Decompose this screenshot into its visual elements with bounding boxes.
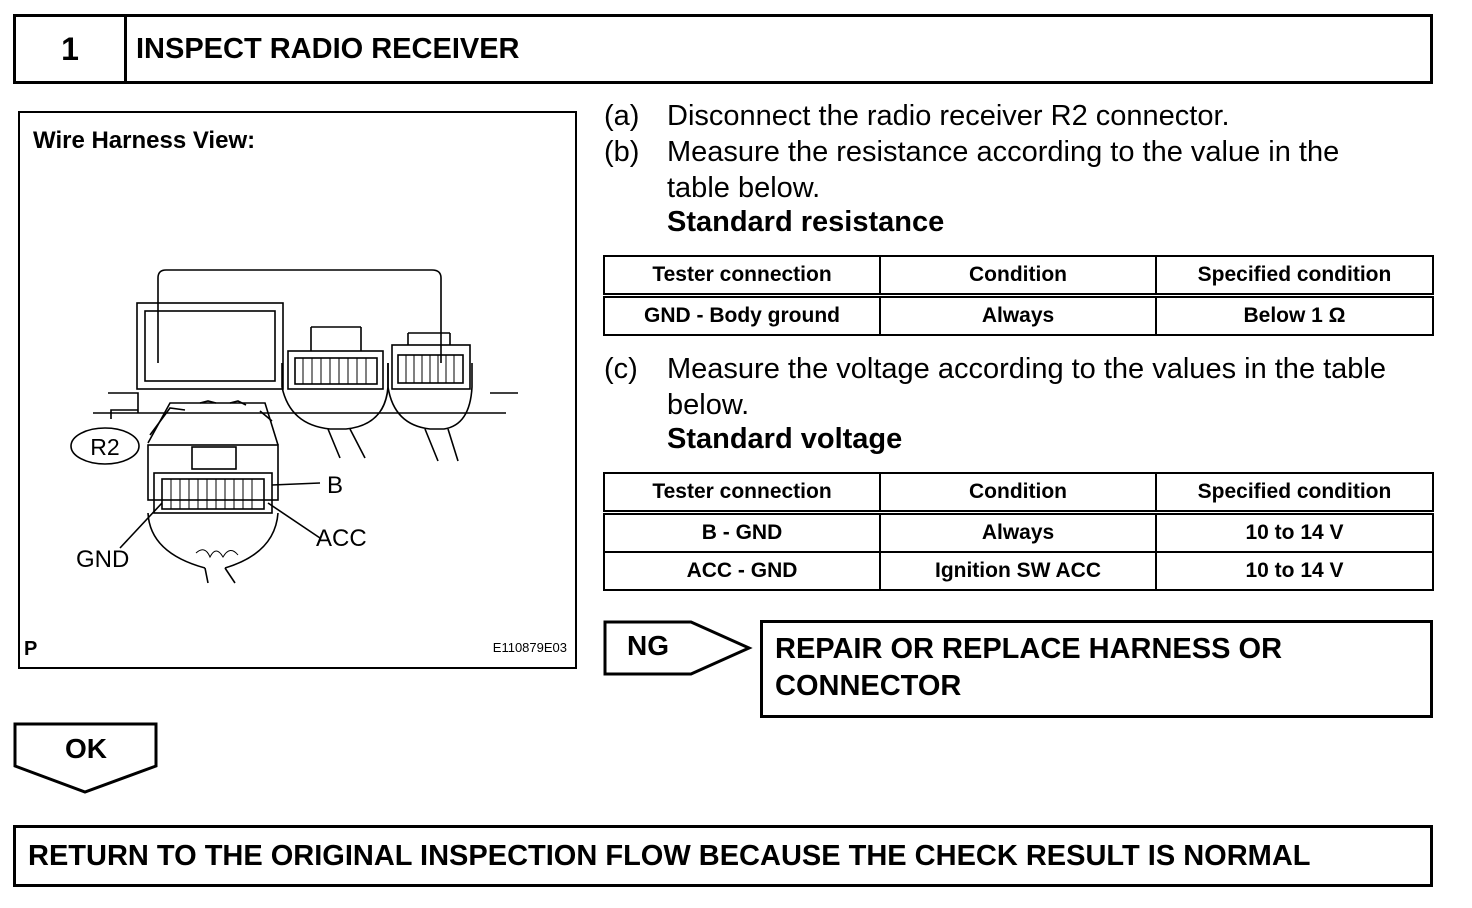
r2-label: R2: [90, 434, 119, 460]
r2-connector-top: [149, 400, 273, 436]
table-cell: Always: [879, 511, 1157, 553]
voltage-table: Tester connection Condition Specified co…: [603, 472, 1434, 591]
pin-gnd-label: GND: [76, 546, 129, 573]
table-cell: 10 to 14 V: [1155, 551, 1434, 591]
header-cell: Condition: [879, 472, 1157, 515]
header-cell: Condition: [879, 255, 1157, 298]
table-cell: Below 1 Ω: [1155, 294, 1434, 336]
table-header-row: Tester connection Condition Specified co…: [603, 472, 1434, 515]
b-leader: [271, 482, 321, 486]
figure-title: Wire Harness View:: [33, 127, 256, 154]
gnd-leader: [119, 502, 163, 549]
header-cell: Specified condition: [1155, 472, 1434, 515]
ng-result-text: REPAIR OR REPLACE HARNESS OR CONNECTOR: [775, 633, 1283, 702]
receiver-connector-a: [281, 363, 389, 430]
step-a: (a) Disconnect the radio receiver R2 con…: [604, 98, 1434, 134]
table-header-row: Tester connection Condition Specified co…: [603, 255, 1434, 298]
resistance-table: Tester connection Condition Specified co…: [603, 255, 1434, 336]
ok-arrow-shape: [13, 722, 158, 794]
acc-leader: [267, 502, 321, 539]
step-c-text: Measure the voltage according to the val…: [667, 353, 1387, 421]
ng-label: NG: [627, 630, 669, 661]
receiver-connector-b: [387, 363, 473, 430]
table-cell: B - GND: [603, 511, 881, 553]
table-row: B - GND Always 10 to 14 V: [603, 511, 1434, 553]
r2-harness: [147, 512, 279, 569]
ok-result-text: RETURN TO THE ORIGINAL INSPECTION FLOW B…: [28, 839, 1311, 872]
table-cell: 10 to 14 V: [1155, 511, 1434, 553]
ng-arrow: NG: [603, 620, 753, 676]
voltage-heading: Standard voltage: [667, 423, 903, 455]
header-cell: Tester connection: [603, 255, 881, 298]
pin-b-label: B: [327, 472, 343, 499]
step-b: (b) Measure the resistance according to …: [604, 134, 1434, 206]
resistance-heading: Standard resistance: [667, 206, 945, 238]
pin-acc-label: ACC: [316, 525, 367, 552]
table-cell: Ignition SW ACC: [879, 551, 1157, 591]
r2-callout: [70, 427, 140, 465]
step-b-text: Measure the resistance according to the …: [667, 136, 1340, 204]
step-a-text: Disconnect the radio receiver R2 connect…: [667, 100, 1230, 132]
table-row: ACC - GND Ignition SW ACC 10 to 14 V: [603, 551, 1434, 591]
table-cell: GND - Body ground: [603, 294, 881, 336]
r2-connector-body: [147, 444, 279, 501]
step-number: 1: [16, 17, 127, 81]
figure-code: E110879E03: [492, 640, 567, 655]
ok-result-box: RETURN TO THE ORIGINAL INSPECTION FLOW B…: [13, 825, 1433, 887]
ng-result-box: REPAIR OR REPLACE HARNESS OR CONNECTOR: [760, 620, 1433, 718]
step-a-label: (a): [604, 100, 640, 132]
table-cell: ACC - GND: [603, 551, 881, 591]
receiver-screen: [136, 302, 284, 390]
table-row: GND - Body ground Always Below 1 Ω: [603, 294, 1434, 336]
step-title: INSPECT RADIO RECEIVER: [136, 32, 520, 65]
ok-arrow: OK: [13, 722, 159, 796]
step-b-label: (b): [604, 136, 640, 168]
table-cell: Always: [879, 294, 1157, 336]
step-c: (c) Measure the voltage according to the…: [604, 351, 1434, 423]
connector-illustration: R2 B ACC GND: [70, 269, 518, 584]
receiver-outline: [157, 269, 442, 363]
wire-harness-figure: Wire Harness View:: [18, 111, 577, 669]
header-cell: Specified condition: [1155, 255, 1434, 298]
ng-arrow-shape: [603, 620, 753, 676]
step-c-label: (c): [604, 353, 638, 385]
ok-label: OK: [65, 733, 107, 764]
step-header: 1 INSPECT RADIO RECEIVER: [13, 14, 1433, 84]
header-cell: Tester connection: [603, 472, 881, 515]
figure-corner-letter: P: [24, 638, 38, 660]
